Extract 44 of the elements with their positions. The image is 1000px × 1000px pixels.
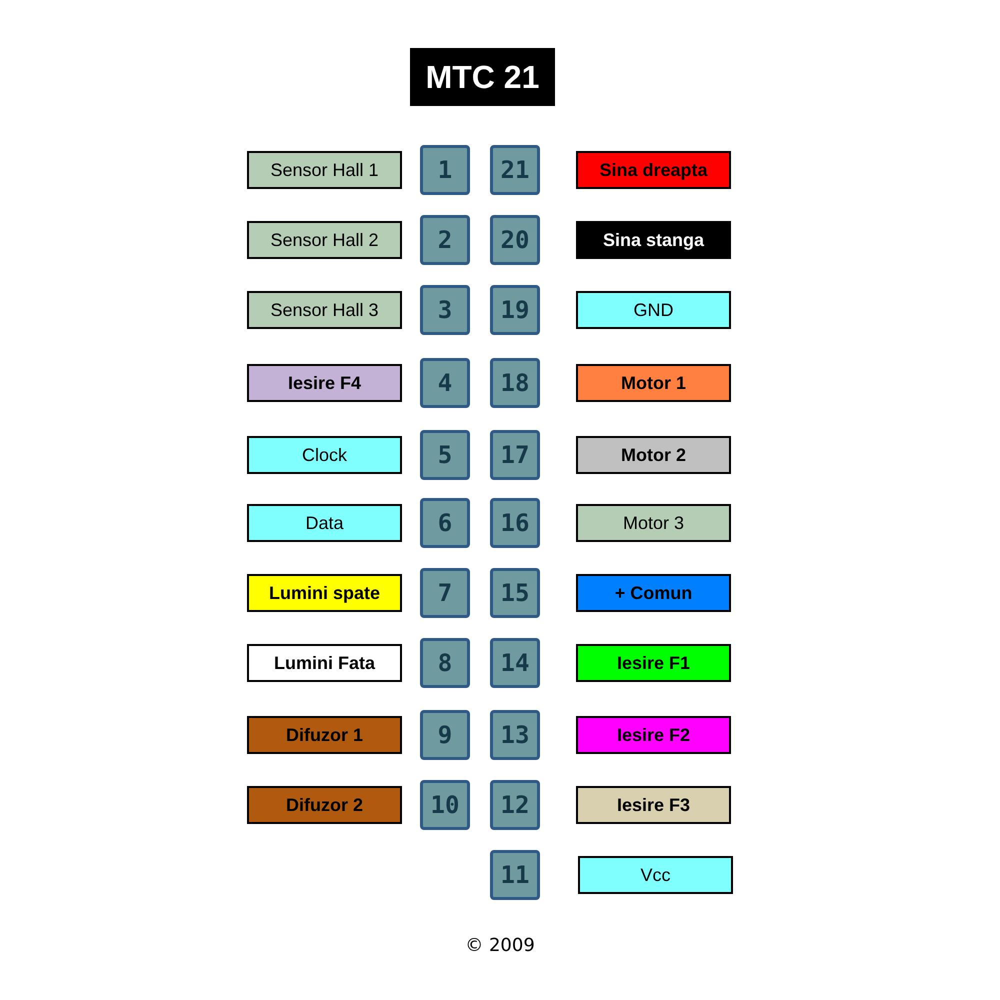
signal-label: Motor 3	[576, 504, 731, 542]
pin-number: 10	[420, 780, 470, 830]
pin-number: 13	[490, 710, 540, 760]
signal-label: Iesire F4	[247, 364, 402, 402]
signal-label: Iesire F1	[576, 644, 731, 682]
pin-number: 1	[420, 145, 470, 195]
pin-number: 4	[420, 358, 470, 408]
signal-label: Difuzor 1	[247, 716, 402, 754]
pin-number: 2	[420, 215, 470, 265]
pin-number: 20	[490, 215, 540, 265]
pin-number: 6	[420, 498, 470, 548]
pin-number: 12	[490, 780, 540, 830]
signal-label: Iesire F2	[576, 716, 731, 754]
pin-number: 9	[420, 710, 470, 760]
signal-label: + Comun	[576, 574, 731, 612]
signal-label: Vcc	[578, 856, 733, 894]
pin-number: 7	[420, 568, 470, 618]
signal-label: Iesire F3	[576, 786, 731, 824]
copyright-note: © 2009	[465, 935, 535, 956]
signal-label: Sina dreapta	[576, 151, 731, 189]
pin-number: 15	[490, 568, 540, 618]
signal-label: Data	[247, 504, 402, 542]
pin-number: 19	[490, 285, 540, 335]
signal-label: GND	[576, 291, 731, 329]
signal-label: Lumini spate	[247, 574, 402, 612]
pin-number: 14	[490, 638, 540, 688]
signal-label: Motor 2	[576, 436, 731, 474]
signal-label: Sensor Hall 2	[247, 221, 402, 259]
signal-label: Difuzor 2	[247, 786, 402, 824]
signal-label: Clock	[247, 436, 402, 474]
signal-label: Sensor Hall 1	[247, 151, 402, 189]
pin-number: 3	[420, 285, 470, 335]
signal-label: Sina stanga	[576, 221, 731, 259]
title: MTC 21	[410, 48, 555, 106]
pin-number: 18	[490, 358, 540, 408]
pin-number: 8	[420, 638, 470, 688]
signal-label: Sensor Hall 3	[247, 291, 402, 329]
pin-number: 16	[490, 498, 540, 548]
pin-number: 17	[490, 430, 540, 480]
pin-number: 5	[420, 430, 470, 480]
pin-number: 21	[490, 145, 540, 195]
pin-number: 11	[490, 850, 540, 900]
signal-label: Lumini Fata	[247, 644, 402, 682]
signal-label: Motor 1	[576, 364, 731, 402]
